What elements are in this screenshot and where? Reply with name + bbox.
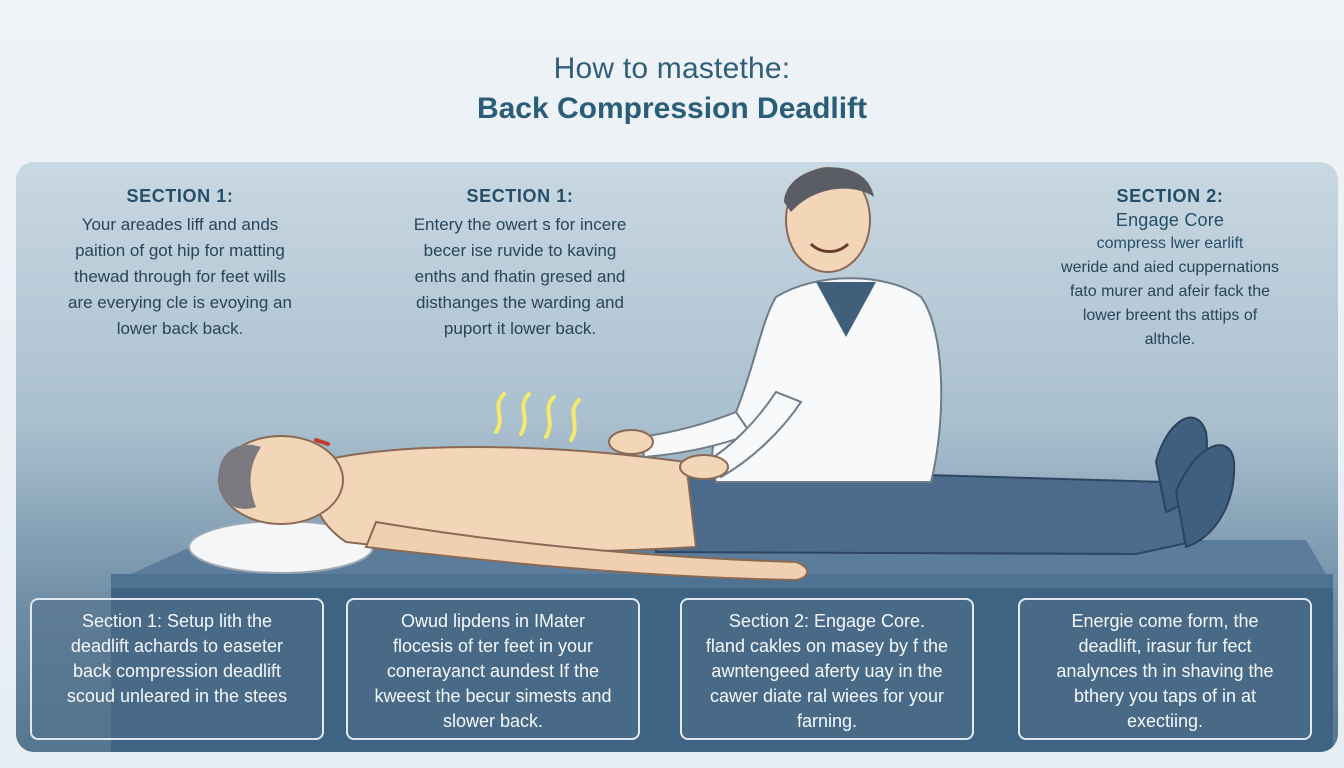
section-2-line: puport it lower back. xyxy=(443,319,597,338)
card-line: awntengeed aferty uay in the xyxy=(711,661,943,681)
doctor-scrubs xyxy=(816,282,876,337)
step-card-2: Owud lipdens in IMater flocesis of ter f… xyxy=(346,598,640,740)
card-line: flocesis of ter feet in your xyxy=(392,636,594,656)
doctor-arm-right xyxy=(704,390,803,479)
step-card-3: Section 2: Engage Core. fland cakles on … xyxy=(680,598,974,740)
patient-torso xyxy=(311,446,698,553)
section-3-text: compress lwer earlift weride and aied cu… xyxy=(1024,232,1316,352)
section-1-heading: SECTION 1: xyxy=(126,186,234,206)
card-line: Owud lipdens in IMater xyxy=(400,611,586,631)
section-2-line: Entery the owert s for incere xyxy=(413,215,627,234)
section-2-heading: SECTION 1: xyxy=(466,186,574,206)
card-line: fland cakles on masey by f the xyxy=(705,636,949,656)
card-line: exectiing. xyxy=(1126,711,1204,731)
card-line: back compression deadlift xyxy=(72,661,282,681)
title-block: How to mastethe: Back Compression Deadli… xyxy=(0,52,1344,126)
patient-foot-right xyxy=(1174,444,1236,549)
patient-arm xyxy=(364,520,809,582)
doctor-arm-left xyxy=(639,410,753,459)
doctor-smile xyxy=(809,242,850,253)
card-line: cawer diate ral wiees for your xyxy=(709,686,945,706)
card-line: bthery you taps of in at xyxy=(1073,686,1257,706)
section-1-text: Your areades liff and ands paition of go… xyxy=(36,212,324,342)
section-2-line: becer ise ruvide to kaving xyxy=(423,241,617,260)
card-line: Section 2: Engage Core. xyxy=(728,611,926,631)
step-card-1: Section 1: Setup lith the deadlift achar… xyxy=(30,598,324,740)
card-line: deadlift achards to easeter xyxy=(70,636,284,656)
card-line: slower back. xyxy=(442,711,544,731)
doctor-hand-right xyxy=(679,454,729,480)
title-line-1: How to mastethe: xyxy=(553,52,791,85)
section-3-line: compress lwer earlift xyxy=(1096,235,1244,252)
card-line: farning. xyxy=(796,711,858,731)
table-edge xyxy=(111,574,1333,588)
card-line: analynces th in shaving the xyxy=(1056,661,1274,681)
patient-hair xyxy=(218,444,261,509)
section-3-line: lower breent ths attips of xyxy=(1082,307,1258,324)
section-1-line: are everying cle is evoying an xyxy=(68,293,292,312)
section-3-heading: SECTION 2: xyxy=(1116,186,1224,206)
section-1-line: paition of got hip for matting xyxy=(75,241,285,260)
patient-mouth xyxy=(314,438,330,446)
section-2-line: enths and fhatin gresed and xyxy=(414,267,626,286)
card-line: Energie come form, the xyxy=(1071,611,1259,631)
section-2-line: disthanges the warding and xyxy=(416,293,624,312)
doctor-hand-left xyxy=(608,429,654,455)
step-card-4: Energie come form, the deadlift, irasur … xyxy=(1018,598,1312,740)
section-2-text: Entery the owert s for incere becer ise … xyxy=(380,212,660,342)
card-line: kweest the becur simests and xyxy=(374,686,612,706)
card-line: scoud unleared in the stees xyxy=(66,686,288,706)
pain-lines xyxy=(494,392,581,442)
section-3-subheading: Engage Core xyxy=(1115,210,1225,230)
section-1-line: lower back back. xyxy=(116,319,244,338)
section-3-line: fato murer and afeir fack the xyxy=(1069,283,1271,300)
card-line: conerayanct aundest If the xyxy=(386,661,600,681)
section-3-line: althcle. xyxy=(1144,331,1196,348)
section-1-line: Your areades liff and ands xyxy=(81,215,279,234)
card-line: Section 1: Setup lith the xyxy=(81,611,273,631)
section-3-line: weride and aied cuppernations xyxy=(1061,259,1279,276)
illustration-panel: SECTION 1: Your areades liff and ands pa… xyxy=(16,162,1338,752)
section-1-line: thewad through for feet wills xyxy=(74,267,286,286)
page-title: Back Compression Deadlift xyxy=(476,92,868,125)
doctor-hair xyxy=(784,167,874,212)
card-line: deadlift, irasur fur fect xyxy=(1078,636,1252,656)
